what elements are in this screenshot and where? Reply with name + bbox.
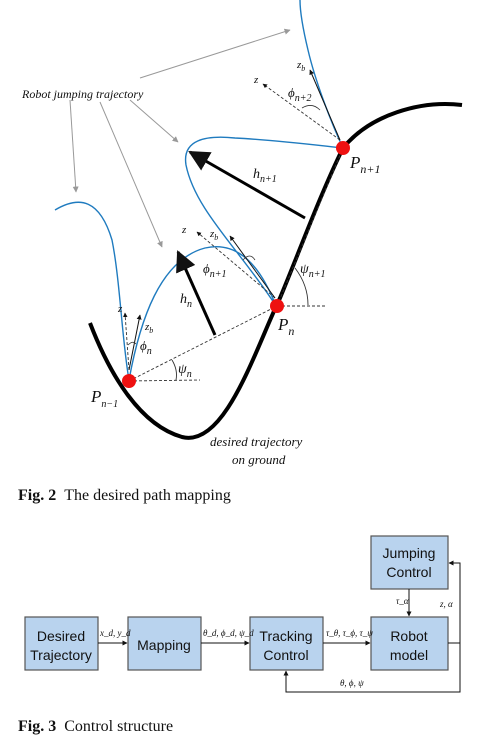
horizontal-ref-1 <box>128 379 201 382</box>
label-p-n: Pn <box>277 315 294 338</box>
fig2-caption: Fig. 2 The desired path mapping <box>18 487 231 505</box>
label-h-n: hn <box>180 292 192 310</box>
label-h-next: hn+1 <box>253 167 277 185</box>
pointer-arrow-3 <box>129 99 179 143</box>
chord-line-1 <box>128 305 278 382</box>
fig3-caption: Fig. 3 Control structure <box>18 718 173 736</box>
label-zb-next: zb <box>296 59 305 73</box>
label-z-prev: z <box>117 303 123 315</box>
point-p-next <box>336 141 350 155</box>
fig3-caption-title: Control structure <box>64 718 174 735</box>
z-axis-next <box>262 83 341 141</box>
signal-z-alpha: z, α <box>439 599 453 609</box>
fig3-diagram: Desired Trajectory Mapping Tracking Cont… <box>24 535 461 693</box>
jumping-label-1: Jumping <box>383 545 436 561</box>
signal-feedback: θ, ϕ, ψ <box>340 678 364 688</box>
ground-label-line2: on ground <box>232 452 286 467</box>
zb-axis-n <box>229 235 276 299</box>
label-z-next: z <box>253 74 259 86</box>
desired-label-2: Trajectory <box>30 647 92 663</box>
label-p-prev: Pn−1 <box>90 387 118 410</box>
phi-next2-arc <box>301 105 321 111</box>
fig3-caption-number: Fig. 3 <box>18 718 57 735</box>
arrow-robot-to-jumping <box>448 560 461 644</box>
label-phi-next2: ϕn+2 <box>288 85 311 104</box>
label-p-next: Pn+1 <box>349 153 381 176</box>
tracking-label-2: Control <box>263 647 308 663</box>
jumping-label-2: Control <box>386 564 431 580</box>
phi-n-arc <box>127 341 137 346</box>
robot-label-2: model <box>390 647 428 663</box>
psi-next-arc <box>294 267 309 306</box>
block-jumping-control <box>370 535 449 590</box>
robot-trajectory-label: Robot jumping trajectory <box>21 87 144 101</box>
zb-axis-next <box>309 69 341 141</box>
block-tracking-control <box>249 616 324 671</box>
signal-torques: τ_θ, τ_ϕ, τ_ψ <box>326 628 373 638</box>
pointer-arrow-4 <box>139 28 291 79</box>
robot-jump-trajectory-curve <box>54 0 345 381</box>
h-next-arrow <box>188 150 306 220</box>
fig2-caption-title: The desired path mapping <box>64 487 231 504</box>
phi-next-arc <box>242 255 256 261</box>
z-axis-prev <box>123 312 130 371</box>
ground-label-line1: desired trajectory <box>210 434 303 449</box>
label-zb-n: zb <box>209 228 218 242</box>
desired-label-1: Desired <box>37 628 85 644</box>
psi-n-arc <box>171 359 177 381</box>
h-n-arrow <box>176 250 217 336</box>
robot-label-1: Robot <box>390 628 427 644</box>
pointer-arrow-2 <box>99 101 163 248</box>
z-axis-n <box>196 231 276 299</box>
signal-angles: θ_d, ϕ_d, ψ_d <box>203 628 254 638</box>
fig2-diagram: Robot jumping trajectory desired traject… <box>21 0 463 467</box>
label-z-n: z <box>181 224 187 236</box>
label-psi-next: ψn+1 <box>300 262 325 280</box>
block-mapping <box>127 616 202 671</box>
label-phi-n: ϕn <box>140 338 152 357</box>
pointer-arrow-1 <box>69 99 79 193</box>
label-zb-prev: zb <box>144 321 153 335</box>
chord-line-2 <box>276 147 344 307</box>
point-p-prev <box>122 374 136 388</box>
label-psi-n: ψn <box>178 362 192 380</box>
fig2-caption-number: Fig. 2 <box>18 487 57 504</box>
signal-tau-alpha: τ_α <box>396 596 409 606</box>
label-phi-next: ϕn+1 <box>203 261 226 280</box>
ground-trajectory-curve <box>88 102 463 440</box>
arrow-feedback <box>283 643 461 693</box>
signal-xy: x_d, y_d <box>99 628 131 638</box>
tracking-label-1: Tracking <box>259 628 312 644</box>
point-p-n <box>270 299 284 313</box>
mapping-label: Mapping <box>137 637 191 653</box>
